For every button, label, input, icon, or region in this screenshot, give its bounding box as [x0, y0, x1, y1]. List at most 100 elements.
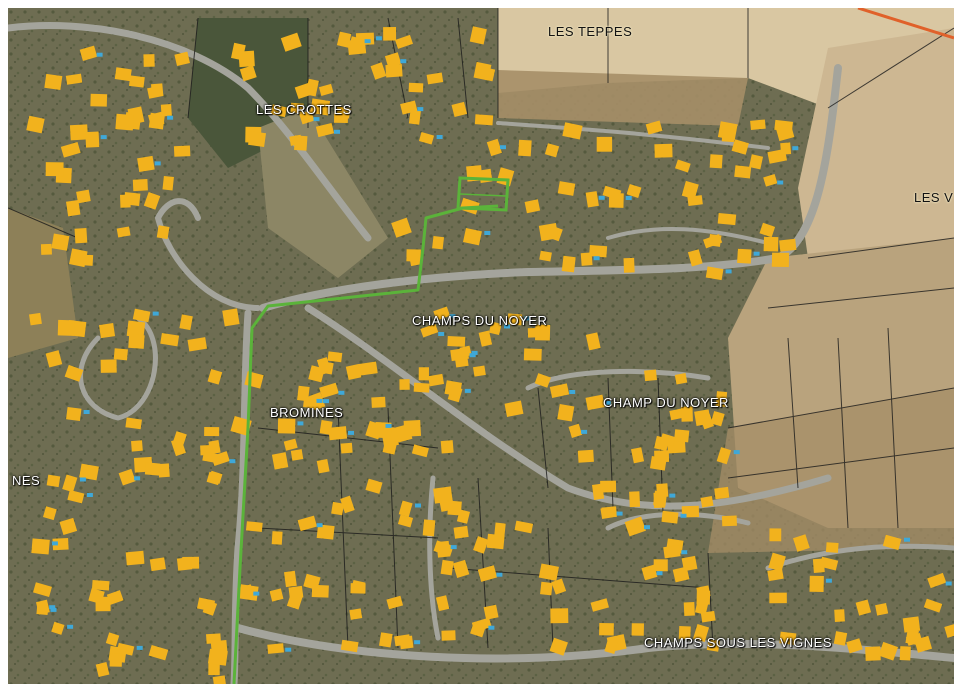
house-roof-icon [106, 590, 124, 605]
field-southeast [708, 388, 954, 553]
house-roof-icon [875, 602, 889, 616]
highlighted-parcel[interactable] [456, 176, 510, 212]
house-roof-icon [100, 359, 117, 373]
house-roof-icon [714, 486, 730, 500]
house-roof-icon [349, 608, 363, 620]
house-roof-icon [585, 394, 605, 411]
swimming-pool-icon [100, 135, 107, 140]
aerial-cadastral-map[interactable]: LES TEPPES LES CROTTES LES V CHAMPS DU N… [8, 8, 954, 684]
house-roof-icon [126, 320, 146, 338]
house-roof-icon [95, 662, 110, 678]
house-roof-icon [418, 132, 435, 145]
house-roof-icon [444, 380, 462, 397]
house-roof-icon [358, 361, 378, 376]
house-roof-icon [653, 492, 665, 508]
house-roof-icon [494, 522, 506, 538]
house-roof-icon [384, 52, 402, 68]
house-roof-icon [557, 404, 575, 422]
house-roof-icon [69, 248, 88, 268]
swimming-pool-icon [469, 353, 476, 358]
house-roof-icon [399, 379, 410, 390]
house-roof-icon [585, 332, 601, 351]
house-roof-icon [52, 537, 69, 551]
house-roof-icon [148, 111, 165, 128]
house-roof-icon [809, 575, 824, 592]
house-roof-icon [694, 409, 712, 426]
house-roof-icon [290, 449, 304, 461]
house-roof-icon [69, 124, 89, 141]
house-roof-icon [160, 103, 172, 117]
house-roof-icon [540, 581, 553, 596]
house-roof-icon [238, 50, 255, 68]
house-roof-icon [67, 490, 85, 504]
house-roof-icon [878, 641, 899, 661]
house-roof-icon [649, 456, 667, 471]
house-roof-icon [45, 350, 63, 368]
swimming-pool-icon [375, 36, 382, 41]
swimming-pool-icon [67, 624, 74, 629]
house-roof-icon [62, 474, 78, 493]
swimming-pool-icon [625, 196, 632, 200]
house-roof-icon [534, 373, 551, 388]
house-roof-icon [51, 233, 70, 251]
house-roof-icon [644, 369, 657, 382]
house-roof-icon [418, 367, 429, 381]
house-roof-icon [151, 83, 164, 96]
house-roof-icon [447, 500, 462, 516]
house-roof-icon [470, 622, 486, 638]
house-roof-icon [283, 570, 297, 588]
house-roof-icon [696, 590, 711, 605]
house-roof-icon [653, 559, 668, 572]
swimming-pool-icon [415, 503, 421, 508]
house-roof-icon [76, 189, 91, 204]
house-roof-icon [882, 534, 902, 551]
swimming-pool-icon [581, 429, 588, 434]
house-roof-icon [549, 383, 570, 399]
house-roof-icon [116, 226, 131, 238]
house-roof-icon [318, 361, 334, 375]
swimming-pool-icon [136, 645, 143, 650]
house-roof-icon [426, 72, 444, 85]
house-roof-icon [408, 109, 421, 125]
swimming-pool-icon [436, 135, 443, 139]
swimming-pool-icon [51, 541, 58, 546]
house-roof-icon [674, 429, 690, 443]
house-roof-icon [270, 104, 288, 118]
house-roof-icon [709, 154, 723, 169]
house-roof-icon [382, 442, 397, 455]
swimming-pool-icon [313, 117, 320, 122]
swimming-pool-icon [488, 625, 495, 630]
house-roof-icon [280, 32, 302, 52]
swimming-pool-icon [79, 477, 86, 482]
house-roof-icon [451, 101, 468, 118]
house-roof-icon [318, 83, 334, 96]
swimming-pool-icon [438, 332, 445, 336]
house-roof-icon [44, 73, 63, 91]
house-roof-icon [486, 533, 505, 550]
house-roof-icon [31, 538, 50, 555]
swimming-pool-icon [616, 511, 623, 516]
house-roof-icon [661, 510, 679, 524]
swimming-pool-icon [364, 39, 371, 44]
house-roof-icon [626, 183, 642, 198]
house-roof-icon [128, 334, 145, 349]
house-roof-icon [411, 444, 429, 458]
house-roof-icon [654, 143, 673, 158]
house-roof-icon [899, 646, 911, 661]
house-roof-icon [125, 417, 142, 430]
house-roof-icon [288, 585, 304, 600]
swimming-pool-icon [134, 476, 141, 481]
swimming-pool-icon [733, 450, 740, 455]
house-roof-icon [855, 599, 872, 616]
house-roof-icon [716, 447, 732, 465]
house-roof-icon [51, 621, 65, 635]
house-roof-icon [319, 382, 339, 399]
house-roof-icon [222, 308, 240, 327]
house-roof-icon [763, 236, 779, 252]
house-roof-icon [833, 631, 848, 646]
house-roof-icon [42, 506, 57, 521]
house-roof-icon [441, 630, 456, 641]
house-roof-icon [271, 452, 289, 470]
label-les-teppes: LES TEPPES [548, 24, 633, 39]
house-roof-icon [399, 635, 414, 650]
